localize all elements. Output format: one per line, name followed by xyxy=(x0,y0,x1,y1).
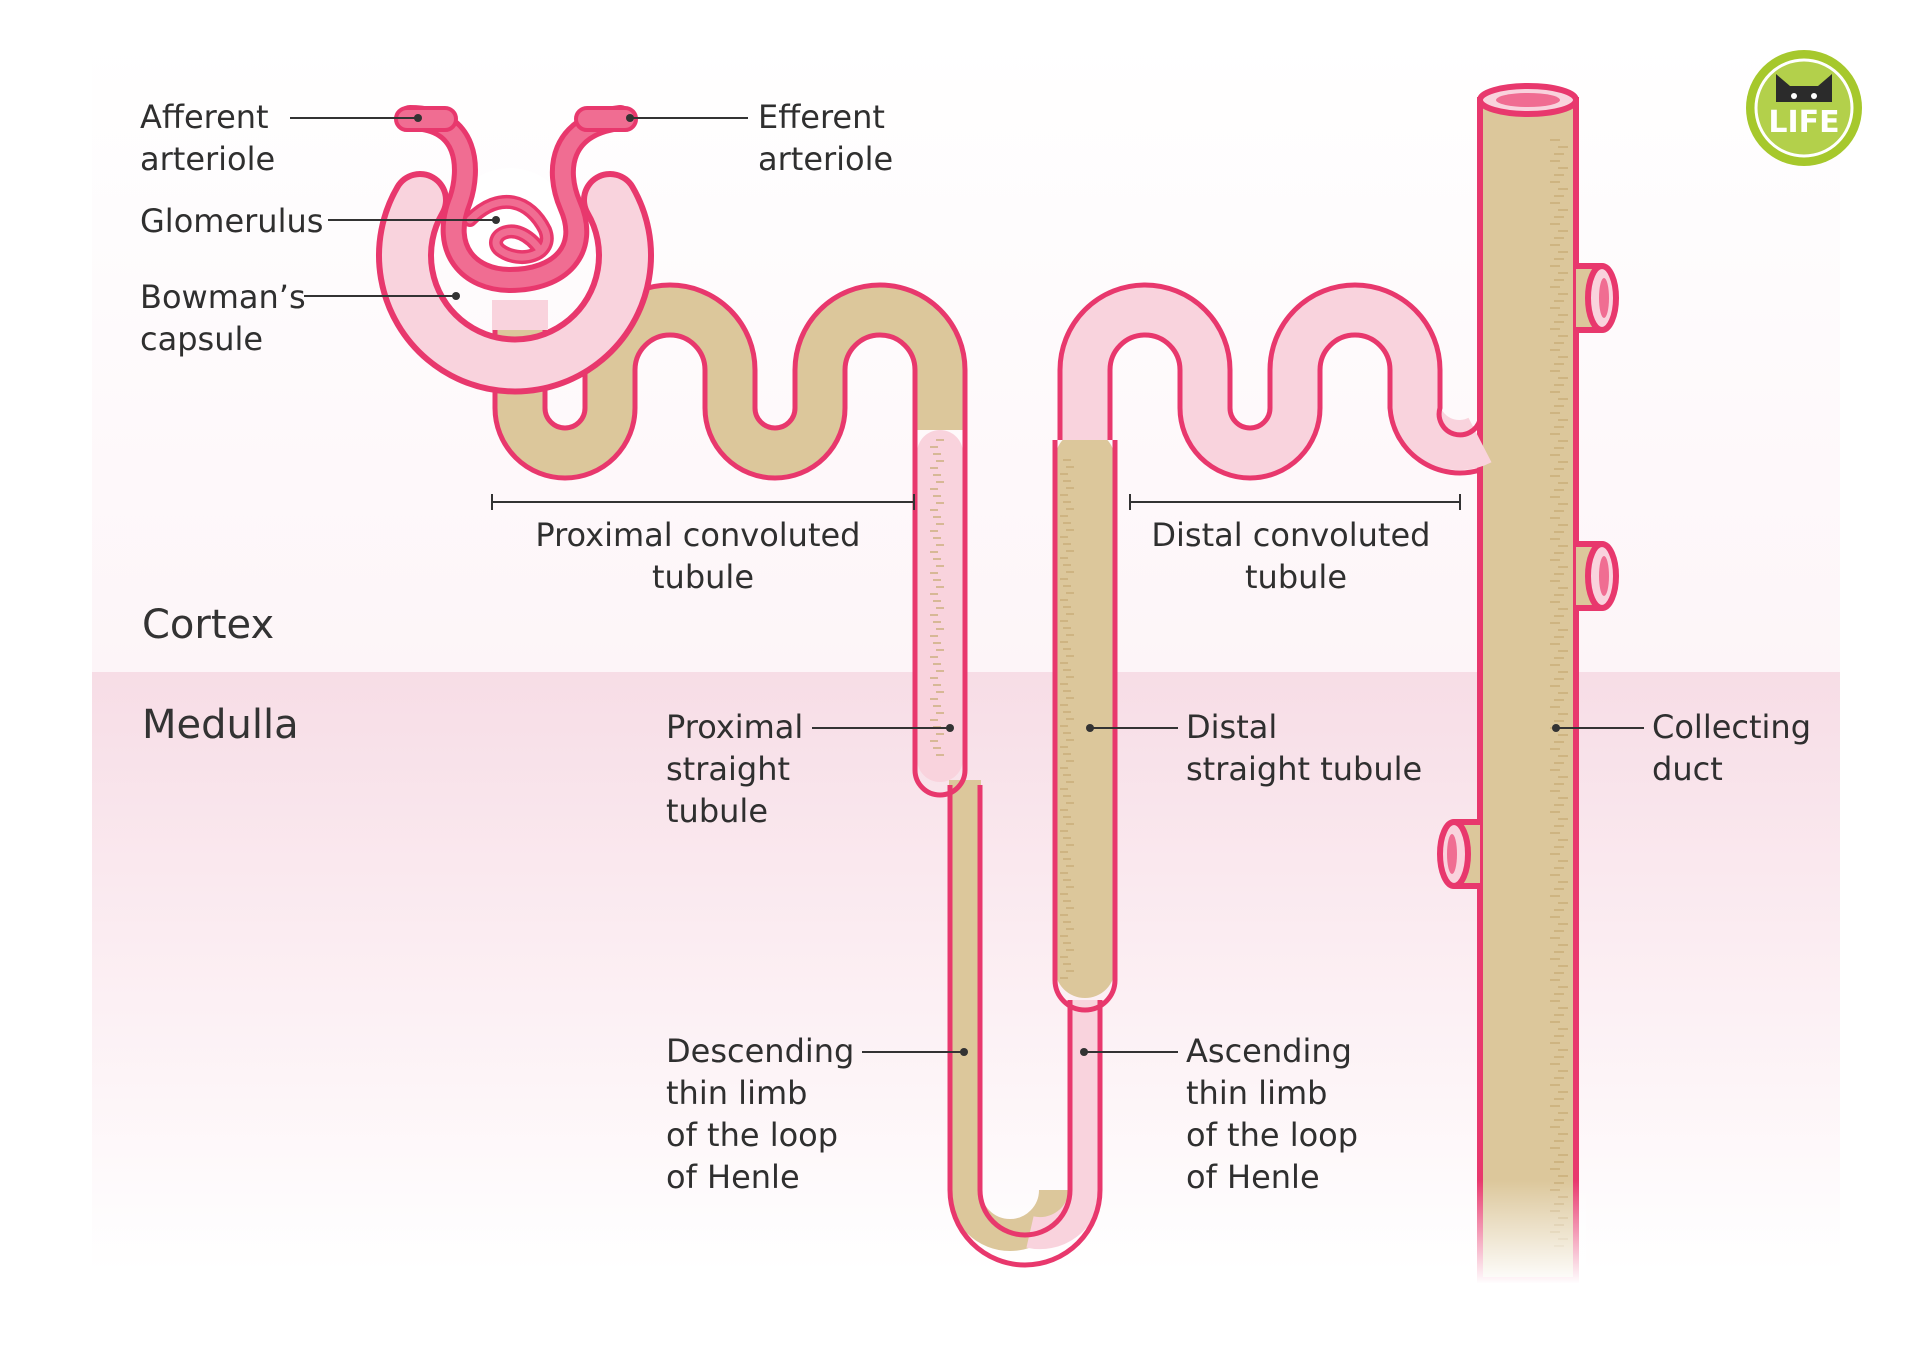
proximal-straight-tubule xyxy=(917,430,963,782)
distal-straight-tubule xyxy=(1055,430,1115,998)
tubule-outline xyxy=(492,282,1483,1268)
collecting-duct-branch xyxy=(1576,541,1619,611)
glomerulus xyxy=(397,105,633,294)
proximal-convoluted-tubule xyxy=(495,285,965,478)
bowmans-capsule-label: Bowman’s capsule xyxy=(140,278,316,358)
collecting-duct-branch xyxy=(1437,819,1480,889)
proximal-convoluted-tubule-label: Proximal convoluted tubule xyxy=(535,516,870,596)
distal-convoluted-tubule-label: Distal convoluted tubule xyxy=(1151,516,1440,596)
collecting-duct-label: Collecting duct xyxy=(1652,708,1821,788)
proximal-straight-tubule-label: Proximal straight tubule xyxy=(666,708,813,830)
ascending-thin-limb-label: Ascending thin limb of the loop of Henle xyxy=(1186,1032,1368,1196)
leader-lines xyxy=(290,114,1644,1056)
collecting-duct xyxy=(1437,83,1619,1284)
descending-thin-limb xyxy=(949,780,1071,1251)
efferent-arteriole-label: Efferent arteriole xyxy=(758,98,895,178)
life-logo: LIFE xyxy=(1746,50,1862,166)
cortex-label: Cortex xyxy=(142,602,274,648)
afferent-arteriole-label: Afferent arteriole xyxy=(140,98,279,178)
distal-convoluted-tubule xyxy=(1060,285,1492,478)
logo-text: LIFE xyxy=(1768,105,1839,140)
tubule-texture xyxy=(930,439,1074,979)
distal-straight-tubule-label: Distal straight tubule xyxy=(1186,708,1422,788)
cat-face-icon xyxy=(1776,74,1832,102)
glomerulus-label: Glomerulus xyxy=(140,202,323,240)
descending-thin-limb-label: Descending thin limb of the loop of Henl… xyxy=(666,1032,865,1196)
medulla-label: Medulla xyxy=(142,702,299,748)
collecting-duct-branch xyxy=(1576,263,1619,333)
bowmans-capsule xyxy=(376,171,654,395)
